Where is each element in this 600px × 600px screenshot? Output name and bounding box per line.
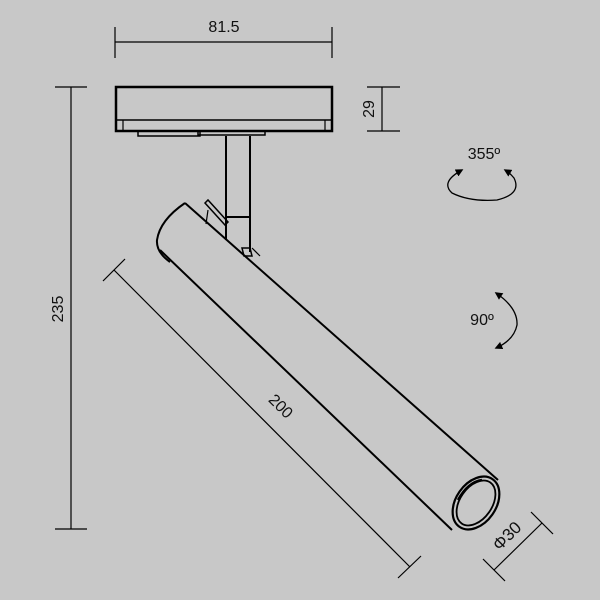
label-tube-length: 200: [265, 391, 296, 422]
spotlight-tube: [155, 202, 501, 531]
track-adapter: [114, 85, 334, 137]
label-rotation-vertical: 90º: [470, 312, 494, 329]
dimension-tube-length: 200: [102, 258, 422, 579]
rotation-horizontal: 355º: [447, 146, 517, 201]
label-total-height: 235: [50, 296, 67, 323]
dimension-adapter-height: 29: [361, 86, 400, 132]
rotation-vertical: 90º: [470, 292, 518, 350]
stem: [203, 136, 261, 257]
dimension-adapter-width: 81.5: [114, 19, 333, 58]
label-adapter-width: 81.5: [208, 19, 239, 36]
label-tube-diameter: Φ30: [489, 518, 525, 554]
label-adapter-height: 29: [361, 100, 378, 118]
dimension-tube-diameter: Φ30: [482, 511, 554, 582]
label-rotation-horizontal-text: 355º: [468, 146, 501, 163]
dimension-total-height: 235: [50, 86, 87, 530]
